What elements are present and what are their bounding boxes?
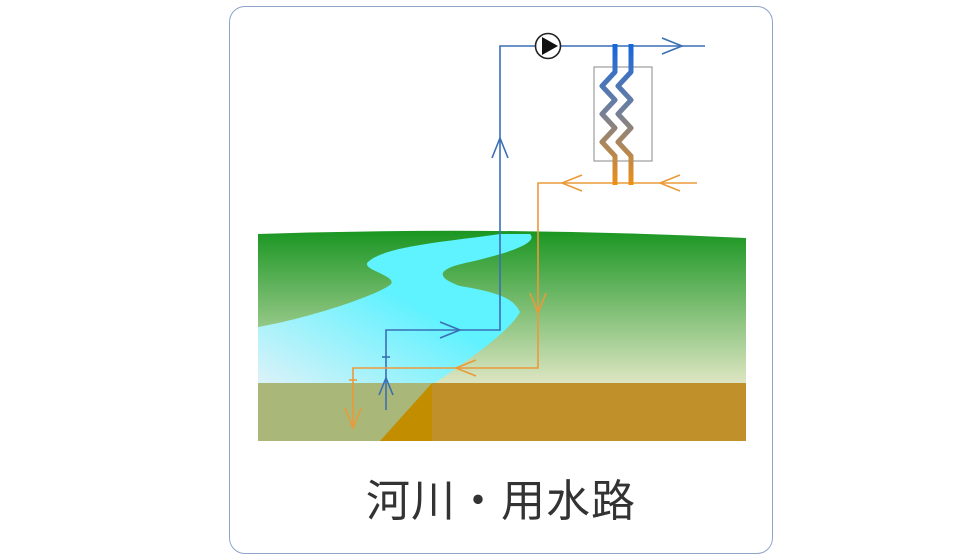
intake-flow-arrow-up-bottom — [378, 375, 394, 396]
soil-right — [432, 383, 746, 441]
pump-icon — [534, 32, 562, 60]
heat-exchanger-coil-left — [599, 44, 618, 185]
intake-flow-arrow-right — [439, 321, 463, 339]
return-flow-arrow-inlet — [657, 174, 681, 192]
return-flow-arrow-down-outlet — [344, 407, 362, 431]
river — [258, 234, 532, 383]
heat-exchanger-coil-right — [615, 44, 634, 185]
heat-exchanger-casing — [593, 66, 653, 162]
riverbank-slope — [380, 383, 432, 441]
return-flow-arrow-left — [559, 174, 583, 192]
return-pipe-path — [352, 182, 697, 425]
pump-impeller-triangle — [542, 37, 558, 55]
return-flow-arrow-left-lower — [453, 359, 477, 377]
return-pipe — [344, 174, 697, 431]
intake-flow-arrow-up — [491, 135, 509, 159]
heat-exchanger-icon — [593, 44, 653, 185]
intake-flow-arrow-outlet — [661, 37, 685, 55]
caption: 河川・用水路 — [366, 476, 636, 527]
return-flow-arrow-down — [529, 292, 547, 316]
